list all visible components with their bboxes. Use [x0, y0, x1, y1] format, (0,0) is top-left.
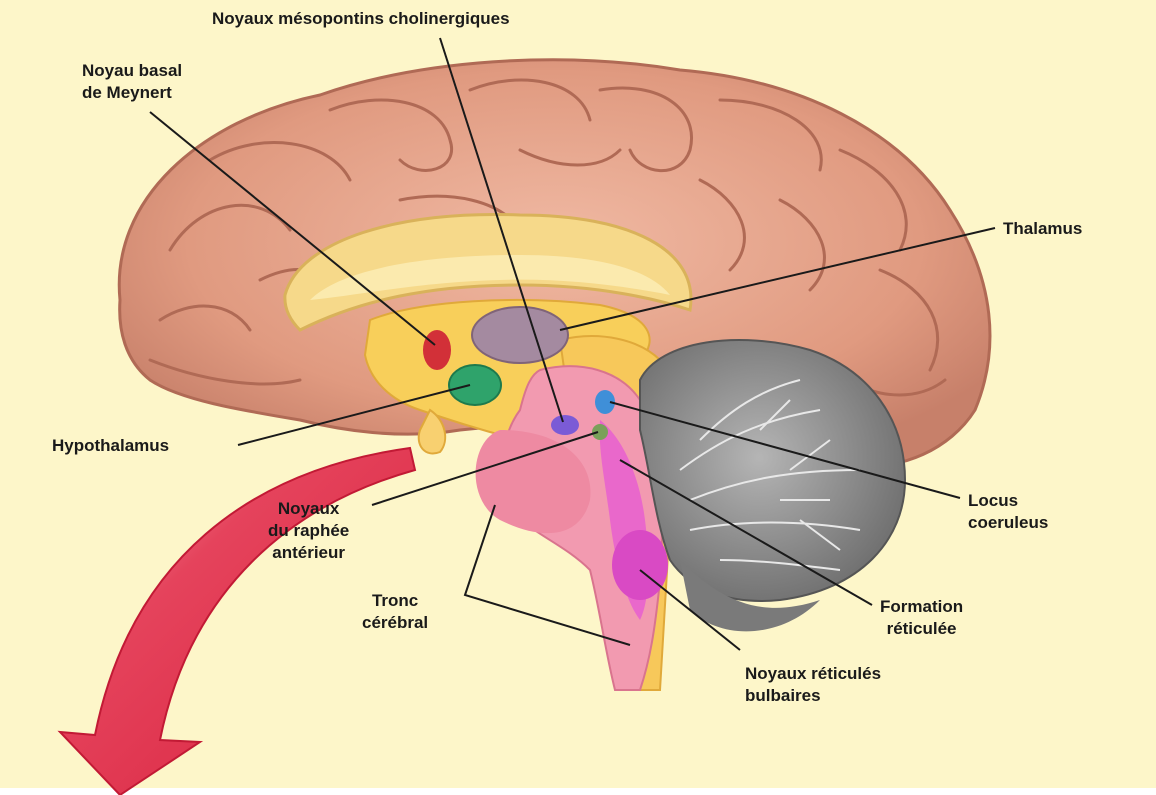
- label-meynert: Noyau basal de Meynert: [82, 60, 182, 104]
- label-formation-line1: Formation: [880, 596, 963, 618]
- hypothalamus-structure: [449, 365, 501, 405]
- label-meynert-line1: Noyau basal: [82, 60, 182, 82]
- label-bulbaires: Noyaux réticulés bulbaires: [745, 663, 881, 707]
- label-locus: Locus coeruleus: [968, 490, 1048, 534]
- label-locus-line1: Locus: [968, 490, 1048, 512]
- label-tronc: Tronc cérébral: [362, 590, 428, 634]
- label-bulbaires-line1: Noyaux réticulés: [745, 663, 881, 685]
- label-thalamus: Thalamus: [1003, 218, 1082, 240]
- label-formation: Formation réticulée: [880, 596, 963, 640]
- label-locus-line2: coeruleus: [968, 512, 1048, 534]
- cerebellum: [640, 340, 905, 631]
- label-meynert-line2: de Meynert: [82, 82, 182, 104]
- raphe-structure: [592, 424, 608, 440]
- label-raphe-line3: antérieur: [268, 542, 349, 564]
- label-formation-line2: réticulée: [880, 618, 963, 640]
- label-thalamus-text: Thalamus: [1003, 218, 1082, 240]
- thalamus-structure: [472, 307, 568, 363]
- label-mesopontins-text: Noyaux mésopontins cholinergiques: [212, 8, 510, 30]
- label-tronc-line2: cérébral: [362, 612, 428, 634]
- label-hypothalamus: Hypothalamus: [52, 435, 169, 457]
- label-bulbaires-line2: bulbaires: [745, 685, 881, 707]
- label-raphe-line1: Noyaux: [268, 498, 349, 520]
- label-tronc-line1: Tronc: [362, 590, 428, 612]
- label-mesopontins: Noyaux mésopontins cholinergiques: [212, 8, 510, 30]
- label-raphe: Noyaux du raphée antérieur: [268, 498, 349, 564]
- meynert-structure: [423, 330, 451, 370]
- label-raphe-line2: du raphée: [268, 520, 349, 542]
- label-hypothalamus-text: Hypothalamus: [52, 435, 169, 457]
- mesopontine-structure: [551, 415, 579, 435]
